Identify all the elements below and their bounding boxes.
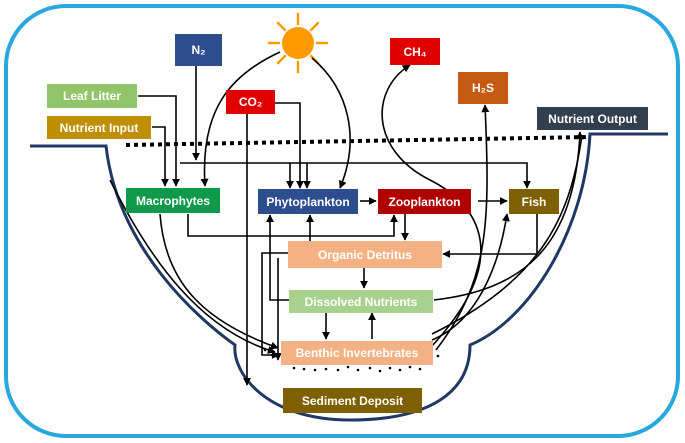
node-co2: CO₂: [226, 90, 275, 114]
node-h2s: H₂S: [458, 72, 508, 104]
node-phytoplankton-label: Phytoplankton: [266, 195, 349, 209]
arrow-dissolved-phyto: [266, 214, 289, 301]
arrow-co2-phytoplankton: [275, 102, 304, 189]
node-dissolved-nutrients-label: Dissolved Nutrients: [305, 295, 418, 309]
water-surface-line: [125, 135, 591, 147]
arrow-macrophytes-benthic: [159, 213, 279, 350]
arrow-left-benthic: [109, 179, 276, 354]
node-ch4: CH₄: [390, 38, 440, 65]
arrow-benthic-h2s: [435, 104, 490, 351]
arrow-macrophytes-zoo: [187, 214, 398, 237]
node-nutrient-output-label: Nutrient Output: [548, 112, 637, 126]
node-dissolved-nutrients: Dissolved Nutrients: [289, 290, 433, 313]
node-nutrient-input: Nutrient Input: [47, 116, 151, 139]
diagram-frame: [4, 4, 680, 438]
node-sediment-deposit-label: Sediment Deposit: [302, 394, 403, 408]
arrow-sun-phytoplankton: [311, 57, 351, 189]
node-leaf-litter-label: Leaf Litter: [63, 89, 121, 103]
node-macrophytes: Macrophytes: [126, 188, 220, 213]
arrow-leaflitter-macrophytes: [138, 95, 180, 187]
node-benthic-invertebrates-label: Benthic Invertebrates: [296, 346, 419, 360]
arrow-detritus-benthic: [261, 252, 290, 359]
node-leaf-litter: Leaf Litter: [47, 84, 137, 108]
lake-basin: [30, 132, 668, 422]
node-organic-detritus-label: Organic Detritus: [318, 248, 412, 262]
node-fish-label: Fish: [522, 195, 547, 209]
arrow-benthic-ch4: [381, 64, 482, 347]
node-ch4-label: CH₄: [403, 45, 426, 59]
sun-icon: [267, 12, 329, 74]
node-nutrient-input-label: Nutrient Input: [60, 121, 139, 135]
node-nutrient-output: Nutrient Output: [537, 107, 648, 130]
node-benthic-invertebrates: Benthic Invertebrates: [281, 341, 433, 365]
node-sediment-deposit: Sediment Deposit: [283, 388, 422, 413]
node-co2-label: CO₂: [239, 95, 262, 109]
node-fish: Fish: [509, 189, 559, 214]
node-n2-label: N₂: [192, 43, 206, 57]
arrow-nutrientinput-macrophytes: [152, 126, 169, 187]
node-phytoplankton: Phytoplankton: [258, 189, 358, 214]
node-zooplankton: Zooplankton: [378, 189, 471, 214]
node-organic-detritus: Organic Detritus: [288, 241, 442, 268]
flow-arrows: [109, 51, 584, 386]
node-macrophytes-label: Macrophytes: [136, 194, 210, 208]
arrow-sun-macrophytes: [200, 51, 281, 187]
arrow-dissolved-output: [433, 131, 584, 301]
node-n2: N₂: [175, 34, 222, 66]
arrow-benthic-fish: [431, 213, 510, 341]
node-h2s-label: H₂S: [472, 81, 494, 95]
node-zooplankton-label: Zooplankton: [389, 195, 461, 209]
arrow-surface-fish: [180, 162, 531, 189]
arrow-benthic-output: [431, 134, 583, 335]
